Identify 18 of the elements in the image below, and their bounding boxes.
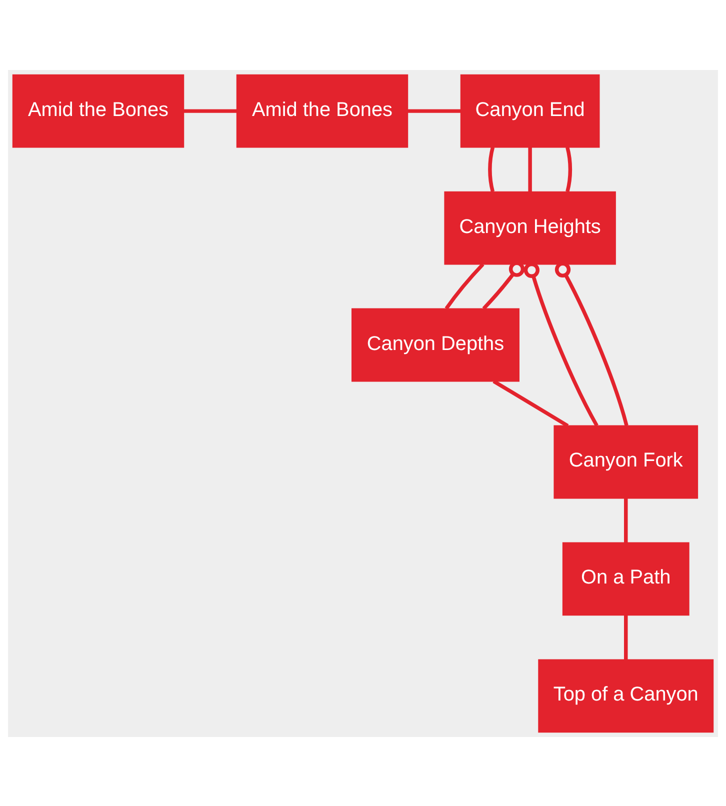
node-box: Canyon End xyxy=(460,74,600,148)
node-box: Amid the Bones xyxy=(236,74,408,148)
connector xyxy=(444,262,484,310)
connector xyxy=(528,146,532,192)
node-box: Canyon Heights xyxy=(444,190,616,264)
node-box: Canyon Fork xyxy=(554,424,698,498)
connector xyxy=(624,498,628,542)
node-box: Top of a Canyon xyxy=(538,658,714,732)
connector xyxy=(488,146,495,192)
connector xyxy=(524,262,598,426)
node-box: Amid the Bones xyxy=(12,74,184,148)
connector xyxy=(566,146,572,192)
node-box: On a Path xyxy=(562,542,690,616)
connector xyxy=(184,108,237,112)
connector xyxy=(408,108,461,112)
node-box: Canyon Depths xyxy=(351,308,520,382)
connector xyxy=(492,379,569,427)
connector xyxy=(624,614,628,660)
